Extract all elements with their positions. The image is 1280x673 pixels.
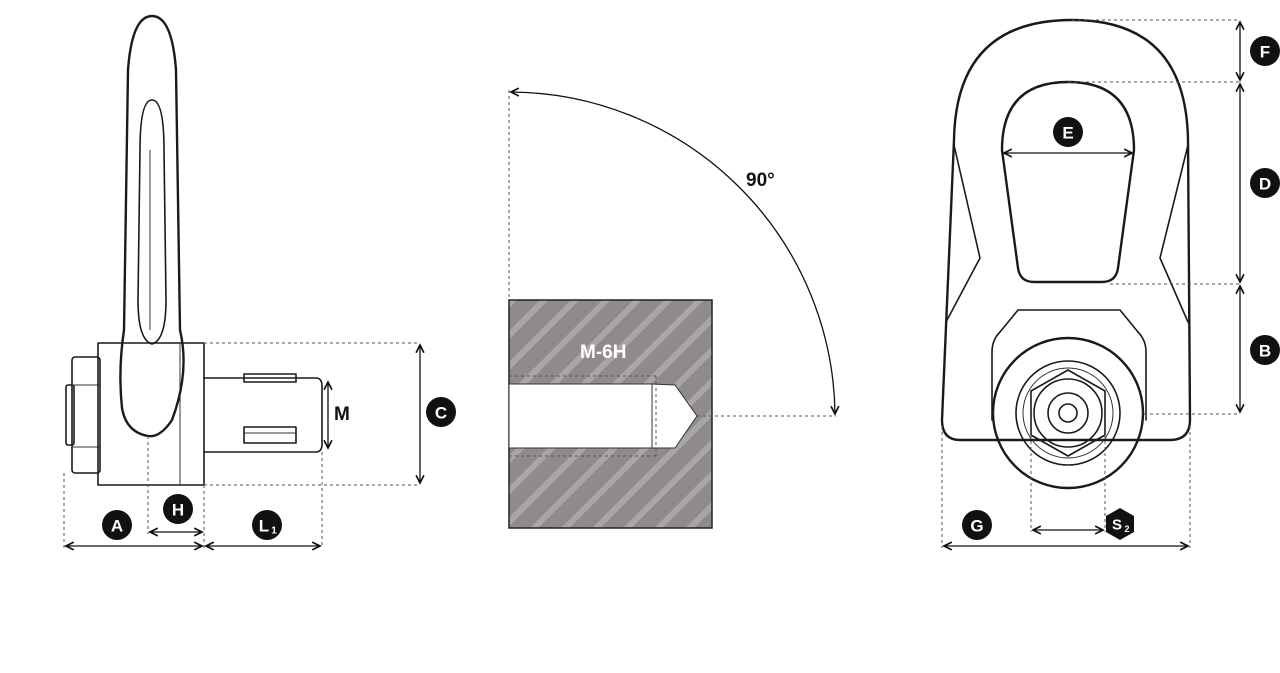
side-view <box>63 14 420 548</box>
label-thread: M-6H <box>580 342 626 363</box>
svg-text:1: 1 <box>271 526 277 537</box>
svg-text:G: G <box>970 517 983 536</box>
svg-text:D: D <box>1259 175 1271 194</box>
badge-h: H <box>163 494 193 524</box>
svg-text:2: 2 <box>1124 524 1129 534</box>
label-m: M <box>334 404 350 425</box>
badge-e: E <box>1053 117 1083 147</box>
svg-text:F: F <box>1260 43 1270 62</box>
svg-text:E: E <box>1062 124 1073 143</box>
svg-text:A: A <box>111 517 123 536</box>
label-angle: 90° <box>746 170 775 191</box>
badge-c: C <box>426 397 456 427</box>
thread-section-view <box>508 90 836 529</box>
badge-a: A <box>102 510 132 540</box>
svg-text:S: S <box>1112 517 1122 534</box>
svg-text:B: B <box>1259 342 1271 361</box>
badge-b: B <box>1250 335 1280 365</box>
front-view <box>940 18 1240 548</box>
svg-text:C: C <box>435 404 447 423</box>
badge-l1: L 1 <box>252 510 282 540</box>
badge-f: F <box>1250 36 1280 66</box>
svg-text:H: H <box>172 501 184 520</box>
badge-g: G <box>962 510 992 540</box>
badge-d: D <box>1250 168 1280 198</box>
svg-text:L: L <box>259 517 269 536</box>
badge-s2: S 2 <box>1106 508 1134 540</box>
